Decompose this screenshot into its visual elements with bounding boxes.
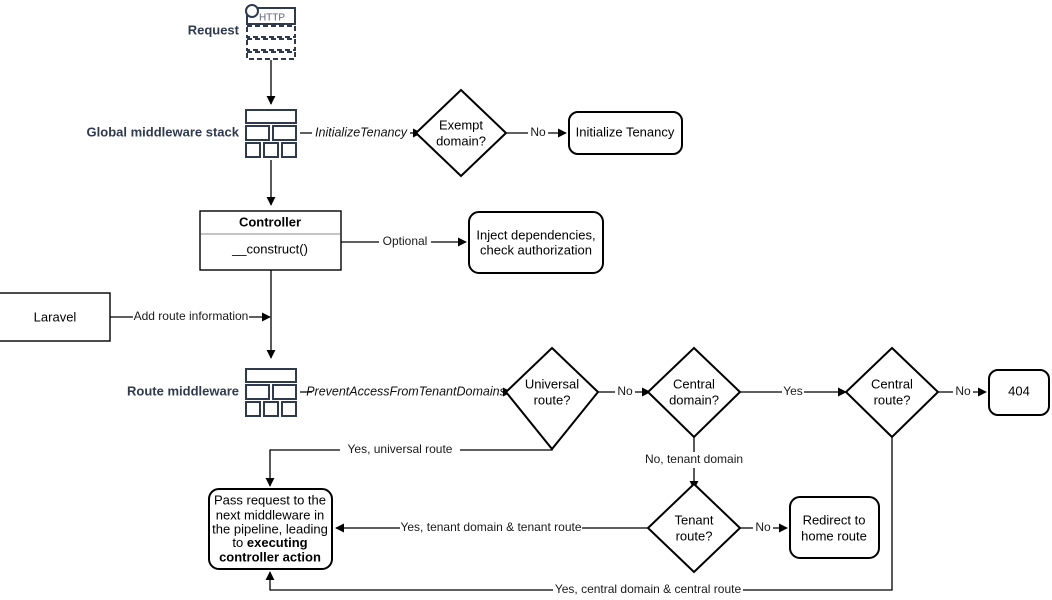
- decision-tenant-route-line2: route?: [676, 528, 713, 543]
- edge-label-tenant-route-no: No: [755, 520, 771, 534]
- node-pass-request-line5: controller action: [219, 549, 321, 564]
- edge-label-universal-no: No: [617, 384, 633, 398]
- decision-universal-route-line1: Universal: [525, 376, 579, 391]
- node-pass-request-line1: Pass request to the: [214, 492, 326, 507]
- edge-label-yes-tenant-domain-tenant-route: Yes, tenant domain & tenant route: [400, 520, 581, 534]
- node-controller[interactable]: Controller __construct(): [199, 210, 342, 271]
- decision-tenant-route-line1: Tenant: [674, 512, 713, 527]
- edge-label-add-route-information: Add route information: [134, 309, 249, 323]
- middleware-stack-icon-global: [245, 109, 297, 158]
- lane-label-route-middleware: Route middleware: [127, 383, 239, 398]
- node-inject-dependencies-line1: Inject dependencies,: [476, 227, 595, 242]
- decision-central-domain-line1: Central: [673, 376, 715, 391]
- node-pass-request-line2: next middleware in: [216, 507, 324, 522]
- edge-label-optional: Optional: [383, 234, 428, 248]
- http-request-icon: HTTP: [245, 4, 296, 60]
- node-pass-request-line3: the pipeline, leading: [212, 521, 328, 536]
- http-badge-label: HTTP: [259, 13, 285, 24]
- node-pass-request-line4: to executing: [232, 535, 307, 550]
- edge-label-central-route-no: No: [955, 384, 971, 398]
- decision-tenant-route[interactable]: Tenant route?: [646, 482, 742, 574]
- node-initialize-tenancy-label: Initialize Tenancy: [576, 124, 675, 139]
- edge-label-prevent-access: PreventAccessFromTenantDomains: [306, 384, 506, 398]
- node-controller-title: Controller: [239, 214, 301, 229]
- node-redirect-home-route[interactable]: Redirect to home route: [789, 496, 880, 559]
- node-pass-request-line4-bold: executing: [247, 535, 308, 550]
- lane-label-request: Request: [188, 22, 240, 37]
- node-redirect-line1: Redirect to: [803, 512, 866, 527]
- node-initialize-tenancy[interactable]: Initialize Tenancy: [568, 111, 683, 155]
- decision-universal-route[interactable]: Universal route?: [504, 346, 600, 451]
- decision-central-domain[interactable]: Central domain?: [646, 346, 742, 439]
- node-laravel[interactable]: Laravel: [0, 292, 111, 342]
- node-inject-dependencies[interactable]: Inject dependencies, check authorization: [468, 211, 604, 274]
- edge-label-yes-universal-route: Yes, universal route: [348, 442, 453, 456]
- node-inject-dependencies-line2: check authorization: [480, 242, 592, 257]
- edge-label-no-tenant-domain: No, tenant domain: [645, 452, 743, 466]
- edge-label-central-domain-yes: Yes: [783, 384, 803, 398]
- node-laravel-label: Laravel: [34, 309, 77, 324]
- node-404-label: 404: [1008, 383, 1030, 398]
- edge-label-initialize-tenancy: InitializeTenancy: [315, 125, 408, 139]
- decision-central-route-line2: route?: [874, 392, 911, 407]
- decision-exempt-domain-label-line2: domain?: [436, 133, 486, 148]
- edge-label-yes-central-domain-central-route: Yes, central domain & central route: [555, 582, 742, 596]
- node-redirect-line2: home route: [801, 528, 867, 543]
- lane-label-global-middleware: Global middleware stack: [87, 124, 240, 139]
- node-pass-request[interactable]: Pass request to the next middleware in t…: [208, 488, 333, 570]
- decision-central-route[interactable]: Central route?: [844, 346, 940, 439]
- edge-label-exempt-no: No: [530, 125, 546, 139]
- decision-exempt-domain[interactable]: Exempt domain?: [414, 88, 508, 178]
- node-404[interactable]: 404: [988, 369, 1050, 416]
- decision-universal-route-line2: route?: [534, 392, 571, 407]
- node-controller-method: __construct(): [231, 241, 308, 256]
- decision-exempt-domain-label-line1: Exempt: [439, 117, 483, 132]
- node-pass-request-line4-prefix: to: [232, 535, 246, 550]
- decision-central-domain-line2: domain?: [669, 392, 719, 407]
- decision-central-route-line1: Central: [871, 376, 913, 391]
- middleware-stack-icon-route: [245, 368, 297, 417]
